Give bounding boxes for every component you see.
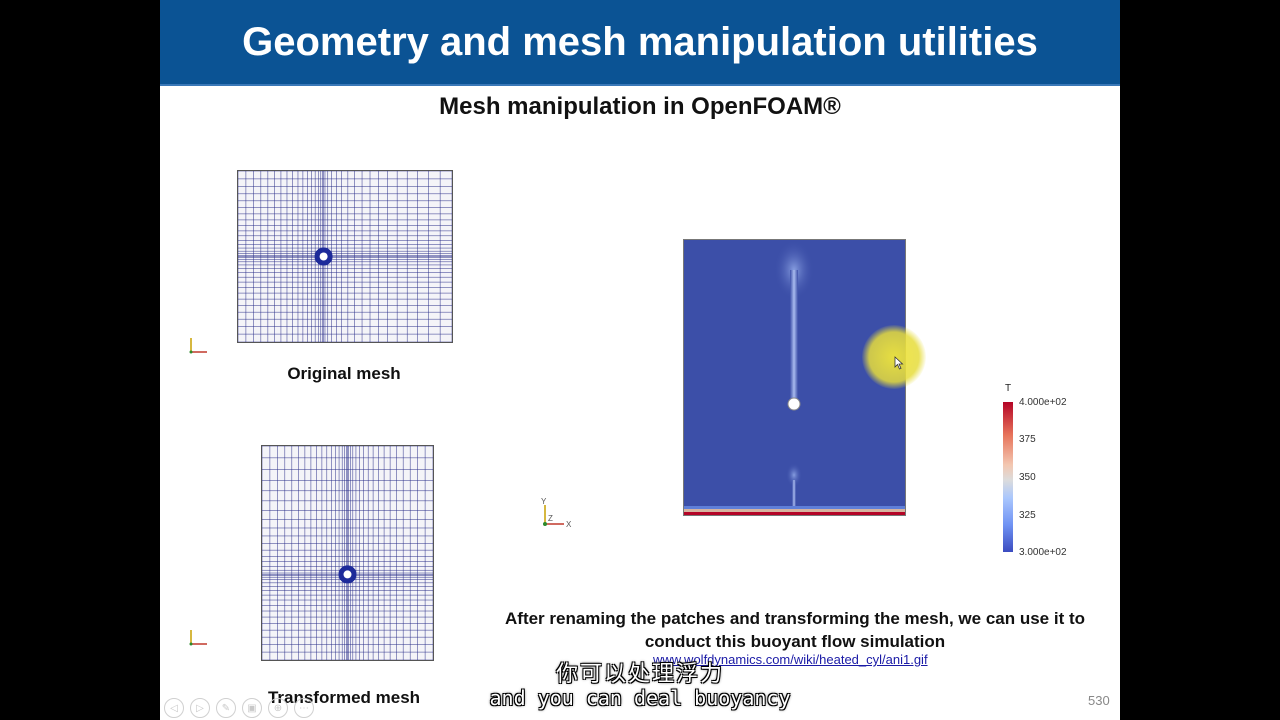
presentation-slide: Geometry and mesh manipulation utilities… bbox=[160, 0, 1120, 720]
slides-overview-icon[interactable]: ▣ bbox=[242, 698, 262, 718]
colorbar-label: 3.000e+02 bbox=[1019, 547, 1067, 558]
transformed-mesh-image bbox=[261, 445, 434, 661]
title-bar: Geometry and mesh manipulation utilities bbox=[160, 0, 1120, 86]
temperature-colorbar: T 4.000e+02 375 350 325 3.000e+02 bbox=[1003, 383, 1120, 563]
animation-link[interactable]: www.wolfdynamics.com/wiki/heated_cyl/ani… bbox=[653, 652, 928, 667]
page-number: 530 bbox=[1088, 693, 1110, 708]
slide-subtitle: Mesh manipulation in OpenFOAM® bbox=[439, 93, 841, 120]
colorbar-label: 350 bbox=[1019, 472, 1036, 483]
colorbar-gradient bbox=[1003, 402, 1013, 552]
zoom-icon[interactable]: ⊕ bbox=[268, 698, 288, 718]
mouse-cursor-icon bbox=[894, 356, 904, 370]
axis-z-label: Z bbox=[548, 514, 553, 523]
slide-title: Geometry and mesh manipulation utilities bbox=[242, 20, 1038, 64]
axes-triad-icon bbox=[189, 338, 207, 354]
cursor-highlight bbox=[862, 325, 926, 389]
original-mesh-image bbox=[237, 170, 453, 343]
slide-description: After renaming the patches and transform… bbox=[505, 609, 1086, 651]
original-mesh-caption: Original mesh bbox=[287, 364, 401, 383]
subtitle-english: and you can deal buoyancy bbox=[489, 686, 791, 710]
slide-navigation-controls: ◁ ▷ ✎ ▣ ⊕ ⋯ bbox=[164, 698, 314, 718]
pen-icon[interactable]: ✎ bbox=[216, 698, 236, 718]
previous-slide-icon[interactable]: ◁ bbox=[164, 698, 184, 718]
next-slide-icon[interactable]: ▷ bbox=[190, 698, 210, 718]
simulation-axes-icon: Y Z X bbox=[541, 497, 572, 529]
axis-x-label: X bbox=[566, 520, 572, 529]
axes-triad-icon bbox=[189, 630, 207, 646]
colorbar-variable: T bbox=[1005, 383, 1012, 394]
colorbar-label: 325 bbox=[1019, 510, 1036, 521]
colorbar-label: 375 bbox=[1019, 434, 1036, 445]
axis-y-label: Y bbox=[541, 497, 547, 506]
subtitle-chinese: 你可以处理浮力 bbox=[555, 661, 724, 686]
colorbar-label: 4.000e+02 bbox=[1019, 397, 1067, 408]
more-options-icon[interactable]: ⋯ bbox=[294, 698, 314, 718]
buoyant-flow-simulation-image bbox=[683, 239, 906, 516]
